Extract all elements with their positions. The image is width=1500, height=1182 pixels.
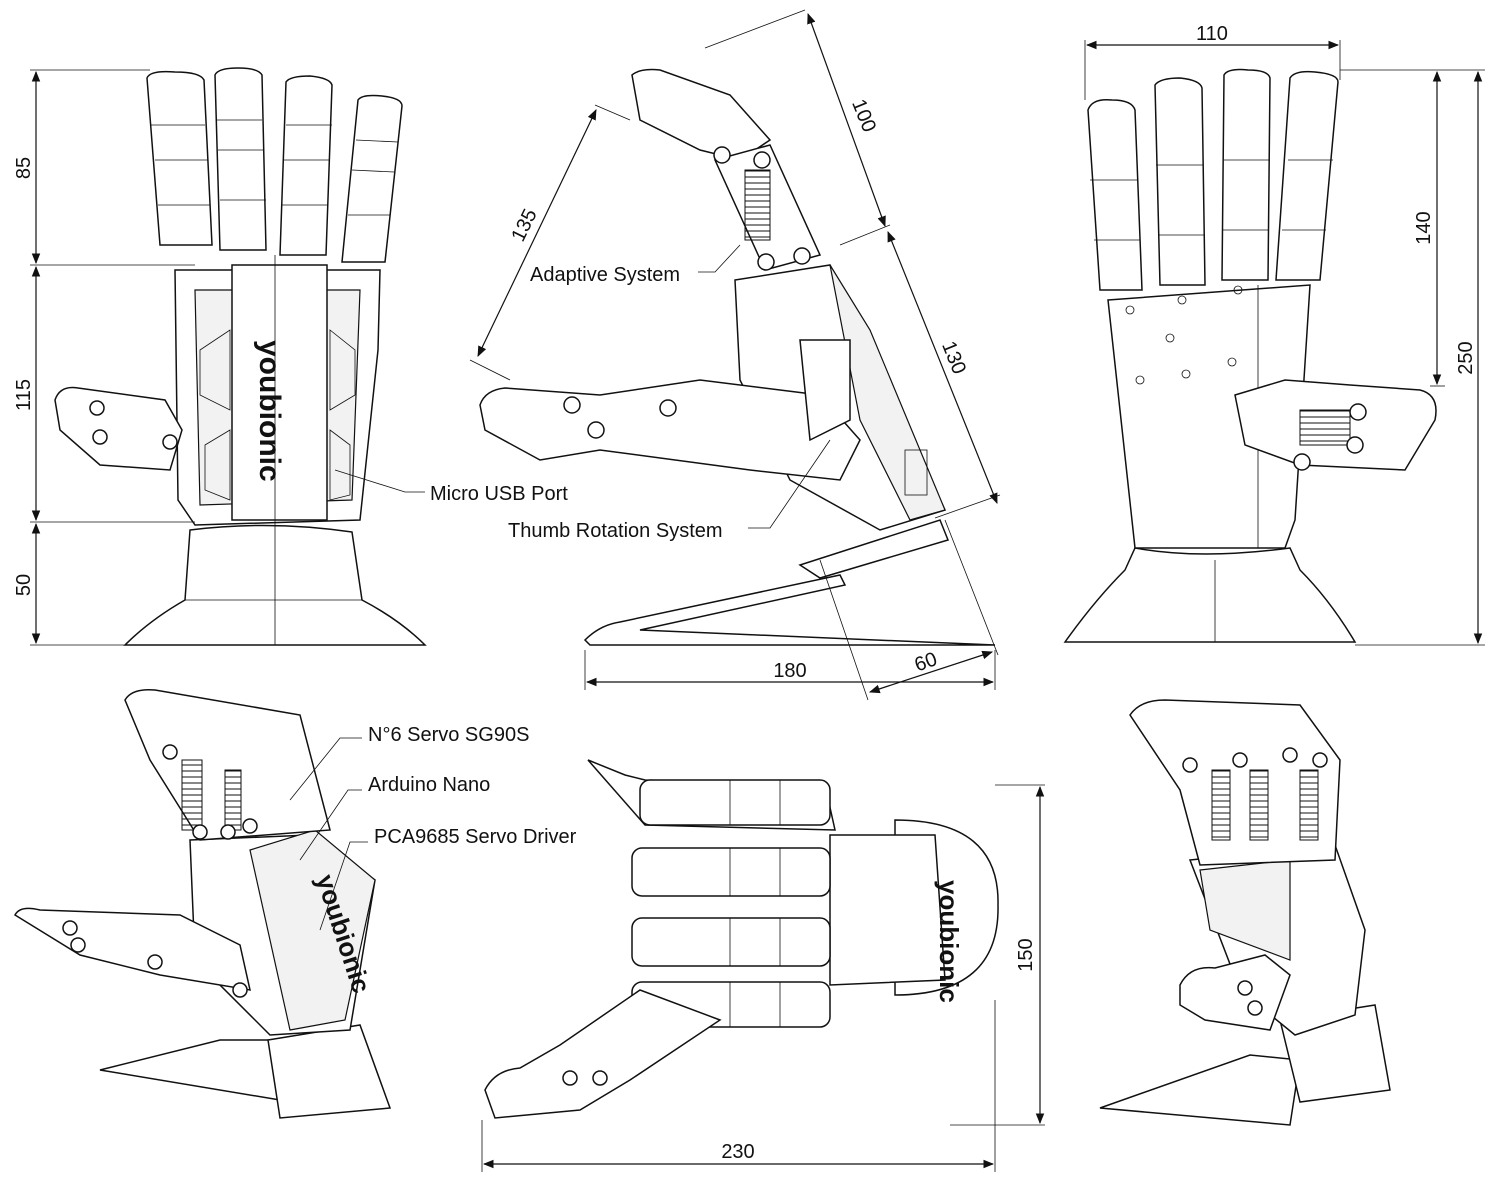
label-servo: N°6 Servo SG90S bbox=[368, 724, 529, 746]
label-thumb-rotation: Thumb Rotation System bbox=[508, 520, 723, 542]
label-adaptive-system: Adaptive System bbox=[530, 264, 680, 286]
label-servo-driver: PCA9685 Servo Driver bbox=[374, 826, 577, 848]
dim-top-width: 150 bbox=[1015, 938, 1037, 971]
iso-view-left: youbionic N°6 Servo SG90S Arduino Nano P… bbox=[14, 688, 577, 1119]
dim-side-finger: 100 bbox=[847, 96, 880, 135]
dim-side-offset: 60 bbox=[912, 648, 940, 676]
dim-front-finger: 85 bbox=[13, 157, 35, 179]
back-view: 110 140 250 bbox=[1063, 23, 1485, 646]
dim-back-total: 250 bbox=[1455, 341, 1477, 374]
dim-top-length: 230 bbox=[721, 1141, 754, 1163]
brand-logo-front: youbionic bbox=[253, 340, 286, 482]
front-view: youbionic 85 115 50 Micro USB Port bbox=[13, 67, 568, 646]
side-view: 100 130 135 180 60 Adaptive System Thumb… bbox=[469, 9, 1001, 701]
label-micro-usb: Micro USB Port bbox=[430, 483, 568, 505]
top-view: youbionic 150 230 bbox=[481, 759, 1045, 1172]
dim-side-diag: 135 bbox=[507, 206, 541, 246]
brand-logo-top: youbionic bbox=[934, 880, 964, 1003]
dim-side-base: 180 bbox=[773, 660, 806, 682]
label-arduino: Arduino Nano bbox=[368, 774, 490, 796]
dim-back-finger: 140 bbox=[1413, 211, 1435, 244]
dim-side-palm: 130 bbox=[937, 338, 970, 377]
dim-front-base: 50 bbox=[13, 574, 35, 596]
dim-front-palm: 115 bbox=[13, 379, 35, 411]
dim-back-width: 110 bbox=[1196, 23, 1228, 45]
front-fingers bbox=[54, 67, 403, 471]
iso-view-right bbox=[1099, 699, 1391, 1126]
